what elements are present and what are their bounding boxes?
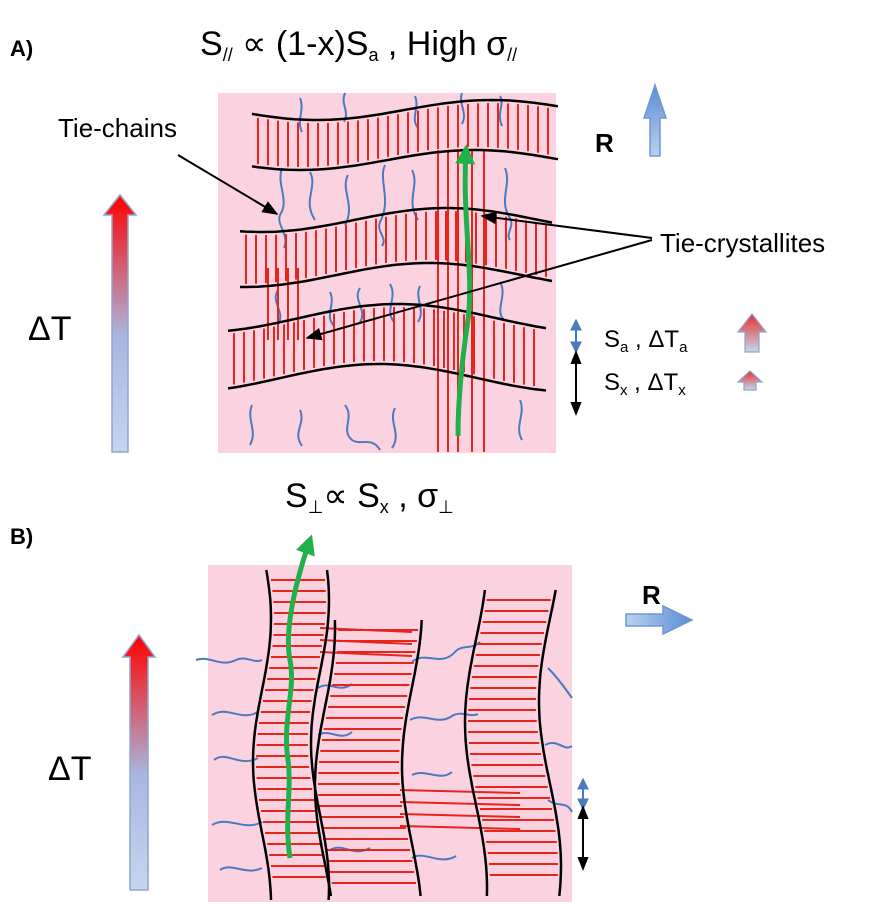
panel-a-heat-path [455, 144, 476, 437]
panel-a-lamella-edges [227, 98, 559, 392]
lamella-top-edge [227, 302, 547, 332]
tie-crystallite-line [399, 813, 521, 818]
tie-chain-segment [547, 667, 573, 699]
panel-b: B) S⊥∝ Sx , σ⊥ R ΔT [10, 477, 694, 902]
panel-a-label: A) [10, 36, 33, 61]
panel-a-r-label: R [595, 128, 614, 158]
tie-chain-segment [409, 712, 479, 721]
delta-tx-arrow-icon [736, 370, 764, 391]
tie-chain-segment [344, 404, 381, 451]
tie-chains-pointer [177, 154, 279, 215]
tie-chains-label: Tie-chains [58, 113, 177, 143]
tie-chain-segment [211, 710, 259, 717]
lamella-top-edge [239, 206, 553, 234]
tie-chain-segment [460, 92, 465, 125]
tie-chain-segment [298, 97, 303, 133]
panel-b-label: B) [10, 524, 33, 549]
tie-chain-segment [328, 291, 335, 327]
tie-chain-segment [547, 799, 573, 813]
panel-a-crystal-lines [233, 103, 549, 452]
lamella-top-edge [251, 98, 559, 122]
tie-chain-segment [195, 657, 263, 664]
tie-chain-segment [249, 404, 254, 446]
tie-chain-segment [413, 95, 419, 129]
tie-chain-segment [503, 167, 513, 241]
panel-b-delta-t-arrow-icon [121, 633, 157, 891]
tie-crystallite-line [399, 825, 521, 830]
lamella-right-edge [309, 569, 331, 901]
tie-chain-segment [411, 771, 453, 777]
panel-a-delta-t-label: ΔT [28, 310, 71, 348]
lamella-right-edge [537, 589, 563, 897]
tie-chain-segment [544, 742, 573, 749]
panel-b-r-label: R [642, 580, 661, 610]
lamella-left-edge [463, 589, 489, 897]
panel-b-r-arrow-icon [625, 604, 694, 636]
panel-b-lamella-edges [251, 569, 563, 901]
tie-chain-segment [344, 174, 350, 226]
tie-chain-segment [356, 287, 364, 323]
panel-a-delta-t-arrow-icon [102, 193, 138, 453]
tie-crystallites-pointer-2 [305, 239, 653, 341]
tie-crystallites-pointer-1 [480, 211, 653, 239]
lamella-bottom-edge [240, 261, 553, 289]
lamella-left-edge [251, 569, 273, 901]
panel-b-delta-t-label: ΔT [48, 750, 91, 788]
tie-chain-segment [498, 95, 503, 127]
tie-chain-segment [211, 820, 263, 827]
delta-ta-arrow-icon [736, 313, 768, 353]
tie-crystallites-label: Tie-crystallites [660, 228, 825, 258]
lamella-left-edge [313, 619, 337, 897]
lamella-bottom-edge [227, 362, 547, 392]
tie-crystallite-line [399, 801, 521, 806]
tie-crystallite-line [319, 651, 413, 657]
tie-chain-segment [308, 171, 316, 221]
tie-crystallite-line [399, 789, 521, 794]
tie-chain-segment [378, 164, 387, 247]
panel-b-title: S⊥∝ Sx , σ⊥ [285, 477, 454, 517]
legend-sa-label: Sa , ΔTa [604, 326, 688, 356]
legend-sx-label: Sx , ΔTx [604, 369, 686, 399]
tie-chain-segment [297, 409, 303, 447]
tie-chain-segment [219, 866, 263, 872]
tie-chain-segment [518, 399, 523, 441]
tie-chain-segment [391, 407, 397, 449]
panel-a-r-arrow-icon [642, 82, 668, 157]
tie-chain-segment [499, 281, 505, 321]
lamella-right-edge [400, 619, 423, 897]
panel-a-title: S// ∝ (1-x)Sa , High σ// [200, 25, 517, 65]
panel-b-heat-path [283, 534, 315, 859]
tie-chain-segment [411, 641, 481, 663]
panel-a: A) S// ∝ (1-x)Sa , High σ// Tie-chains T… [10, 25, 825, 453]
lamella-bottom-edge [251, 148, 559, 172]
